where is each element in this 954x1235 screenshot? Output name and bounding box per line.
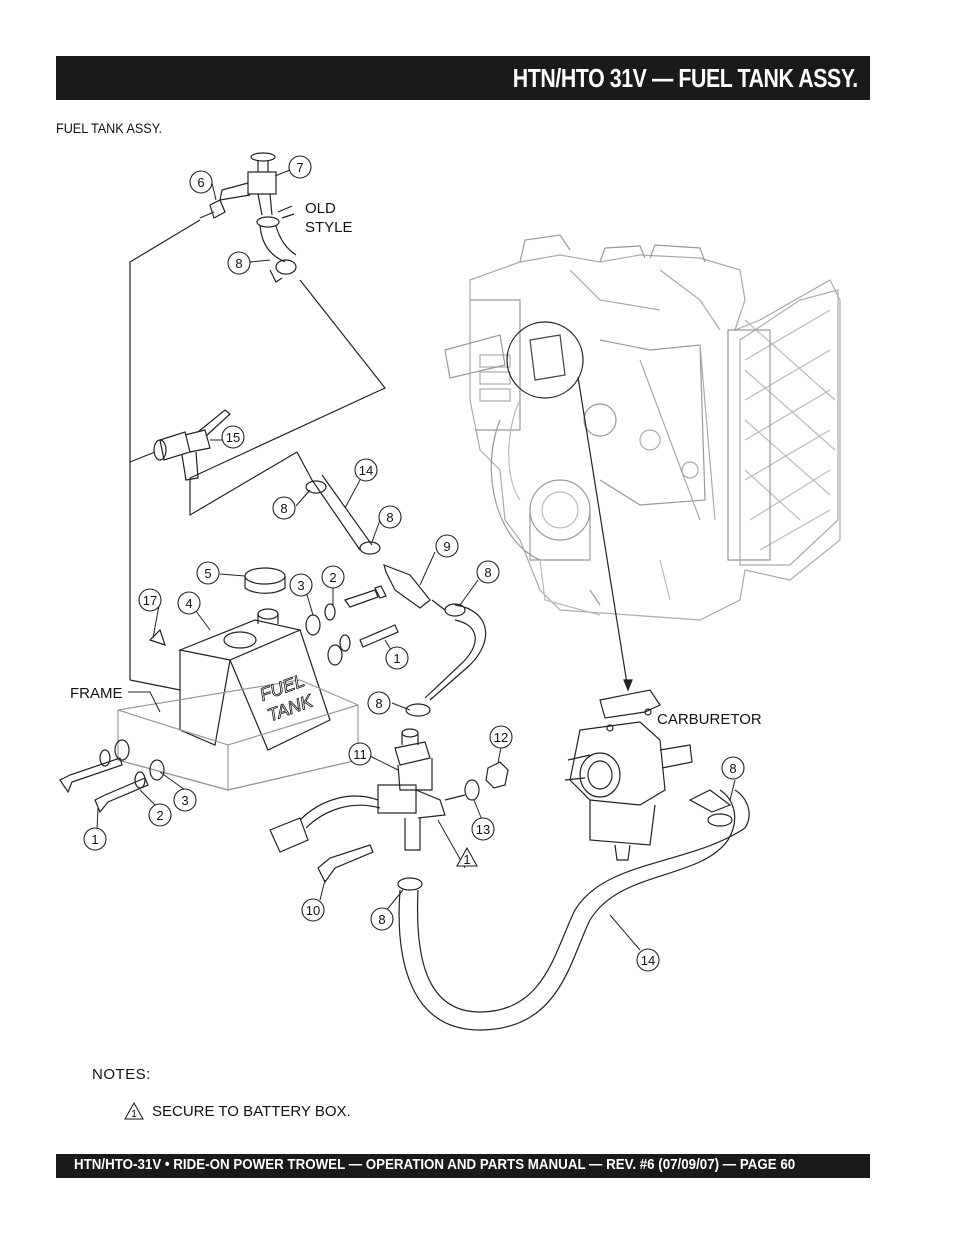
callout-7: 7 [288,155,312,179]
callout-3: 3 [289,573,313,597]
callout-8: 8 [476,560,500,584]
page-title: HTN/HTO 31V — FUEL TANK ASSY. [512,63,858,93]
callout-4: 4 [177,591,201,615]
svg-text:2: 2 [156,808,163,823]
callout-2: 2 [321,565,345,589]
carburetor-label: CARBURETOR [657,711,762,728]
callout-5: 5 [196,561,220,585]
svg-text:7: 7 [296,160,303,175]
fuel-tank-illustration [148,608,331,751]
carburetor-illustration [564,689,693,861]
svg-text:9: 9 [443,539,450,554]
footer-bar: HTN/HTO-31V • RIDE-ON POWER TROWEL — OPE… [56,1154,870,1178]
svg-text:8: 8 [378,912,385,927]
callout-6: 6 [189,170,213,194]
svg-text:1: 1 [393,651,400,666]
fuel-pump-11 [269,728,446,853]
callout-8: 8 [370,907,394,931]
warning-triangle-icon: 1 [124,1102,144,1120]
fuel-hose-14 [397,789,750,1031]
callout-3: 3 [173,788,197,812]
engine-illustration [444,234,841,621]
svg-text:1: 1 [91,832,98,847]
callout-8: 8 [378,505,402,529]
svg-text:3: 3 [297,578,304,593]
callout-11: 11 [348,742,372,766]
svg-text:13: 13 [476,822,490,837]
svg-text:12: 12 [494,730,508,745]
hardware-tank [59,585,399,814]
callout-8: 8 [272,496,296,520]
fuel-line-filter [296,451,487,717]
callout-14: 14 [636,948,660,972]
svg-text:8: 8 [375,696,382,711]
callout-9: 9 [435,534,459,558]
svg-text:15: 15 [226,430,240,445]
old-style-valve [199,152,297,283]
svg-text:1: 1 [463,852,470,867]
callout-15: 15 [221,425,245,449]
tank-cap [244,567,286,585]
shutoff-valve-15 [153,409,231,481]
svg-text:3: 3 [181,793,188,808]
callout-1: 1 [83,827,107,851]
callout-13: 13 [471,817,495,841]
notes-heading: NOTES: [92,1066,151,1083]
svg-text:11: 11 [353,747,367,762]
pump-bolt [317,844,374,884]
section-subtitle: FUEL TANK ASSY. [56,120,162,136]
svg-text:1: 1 [131,1109,137,1120]
note-text: SECURE TO BATTERY BOX. [152,1102,351,1120]
title-bar: HTN/HTO 31V — FUEL TANK ASSY. [56,56,870,100]
svg-text:8: 8 [386,510,393,525]
svg-text:14: 14 [359,463,373,478]
note-item: 1 SECURE TO BATTERY BOX. [124,1102,351,1120]
svg-text:4: 4 [185,596,192,611]
callouts: 6 7 8 15 14 8 8 9 8 5 3 2 17 4 1 8 11 12… [83,155,745,972]
callout-12: 12 [489,725,513,749]
svg-text:6: 6 [197,175,204,190]
footer-text: HTN/HTO-31V • RIDE-ON POWER TROWEL — OPE… [74,1157,796,1173]
nut-12 [485,761,509,789]
old-style-label-line2: STYLE [305,219,353,236]
callout-17: 17 [138,588,162,612]
old-style-label-line1: OLD [305,200,336,217]
svg-text:8: 8 [235,256,242,271]
tank-text: FUEL TANK [257,670,317,726]
svg-text:2: 2 [329,570,336,585]
svg-text:8: 8 [484,565,491,580]
callout-8: 8 [721,756,745,780]
callout-1: 1 [385,646,409,670]
callout-10: 10 [301,898,325,922]
svg-text:10: 10 [306,903,320,918]
callout-8: 8 [227,251,251,275]
callout-2: 2 [148,803,172,827]
callout-8: 8 [367,691,391,715]
svg-text:14: 14 [641,953,655,968]
callout-14: 14 [354,458,378,482]
washer-13 [464,779,480,801]
svg-text:5: 5 [204,566,211,581]
callout-1-note-marker: 1 [456,846,478,867]
svg-text:8: 8 [729,761,736,776]
frame-label: FRAME [70,685,123,702]
svg-text:17: 17 [143,593,157,608]
svg-text:8: 8 [280,501,287,516]
